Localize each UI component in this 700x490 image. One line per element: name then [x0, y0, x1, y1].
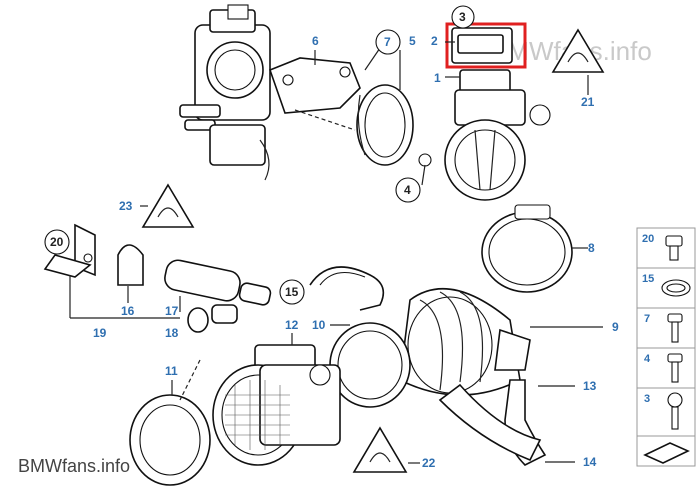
callout-circle: [451, 5, 475, 29]
legend-label: 20: [642, 233, 654, 245]
rubber-holder[interactable]: [117, 244, 144, 286]
callout-3[interactable]: 3: [459, 10, 466, 24]
air-mass-meter[interactable]: [212, 344, 341, 466]
sealing-ring[interactable]: [129, 394, 211, 486]
callout-14[interactable]: 14: [583, 455, 597, 469]
hose-clamp-large[interactable]: [481, 204, 573, 293]
idle-actuator[interactable]: [163, 258, 272, 306]
warning-triangle-icon: [141, 183, 195, 228]
callout-circle: [44, 229, 70, 255]
callout-9[interactable]: 9: [612, 320, 619, 334]
sheet-arrow-icon: [643, 442, 690, 464]
callout-21[interactable]: 21: [581, 95, 595, 109]
callout-20[interactable]: 20: [50, 235, 64, 249]
breather-hose[interactable]: [438, 379, 547, 466]
hex-bolt-icon: [665, 235, 683, 261]
idle-control-valve[interactable]: [418, 27, 551, 201]
hose-clamp-ring[interactable]: [329, 322, 411, 408]
hose-clamp-icon: [661, 279, 691, 297]
callout-10[interactable]: 10: [312, 318, 326, 332]
intake-boot[interactable]: [356, 84, 414, 166]
throttle-body[interactable]: [179, 4, 271, 181]
bracket[interactable]: [43, 223, 96, 278]
callout-4[interactable]: 4: [404, 183, 411, 197]
legend-label: 3: [644, 393, 650, 405]
legend-label: 7: [644, 313, 650, 325]
callout-circle: [375, 29, 401, 55]
warning-triangle-icon: [551, 28, 605, 73]
callout-1[interactable]: 1: [434, 71, 441, 85]
legend-label: 4: [644, 353, 651, 365]
callout-2[interactable]: 2: [431, 34, 438, 48]
callout-17[interactable]: 17: [165, 304, 179, 318]
highlight-box: [445, 22, 527, 69]
callout-22[interactable]: 22: [422, 456, 436, 470]
callout-8[interactable]: 8: [588, 241, 595, 255]
callout-13[interactable]: 13: [583, 379, 597, 393]
legend-label: 15: [642, 273, 654, 285]
hex-bolt-icon: [667, 353, 683, 383]
callout-18[interactable]: 18: [165, 326, 179, 340]
bolt-icon: [667, 313, 683, 343]
callout-16[interactable]: 16: [121, 304, 135, 318]
air-intake-hose[interactable]: [399, 287, 531, 396]
callout-12[interactable]: 12: [285, 318, 299, 332]
callout-23[interactable]: 23: [119, 199, 133, 213]
fastener-legend: 20 15 7 4 3: [636, 227, 696, 467]
callout-circle: [279, 279, 305, 305]
callout-6[interactable]: 6: [312, 34, 319, 48]
vent-hose[interactable]: [309, 266, 385, 311]
grommet[interactable]: [187, 304, 238, 333]
callout-15[interactable]: 15: [285, 285, 299, 299]
footer-logo: BMWfans.info: [18, 456, 130, 476]
screw-icon: [667, 392, 683, 430]
callout-11[interactable]: 11: [165, 364, 178, 378]
callout-19[interactable]: 19: [93, 326, 107, 340]
warning-triangle-icon: [352, 426, 408, 473]
leader-lines: [69, 41, 603, 464]
callout-circle: [395, 177, 421, 203]
throttle-gasket[interactable]: [268, 57, 361, 114]
callout-5[interactable]: 5: [409, 34, 416, 48]
callout-7[interactable]: 7: [384, 35, 391, 49]
